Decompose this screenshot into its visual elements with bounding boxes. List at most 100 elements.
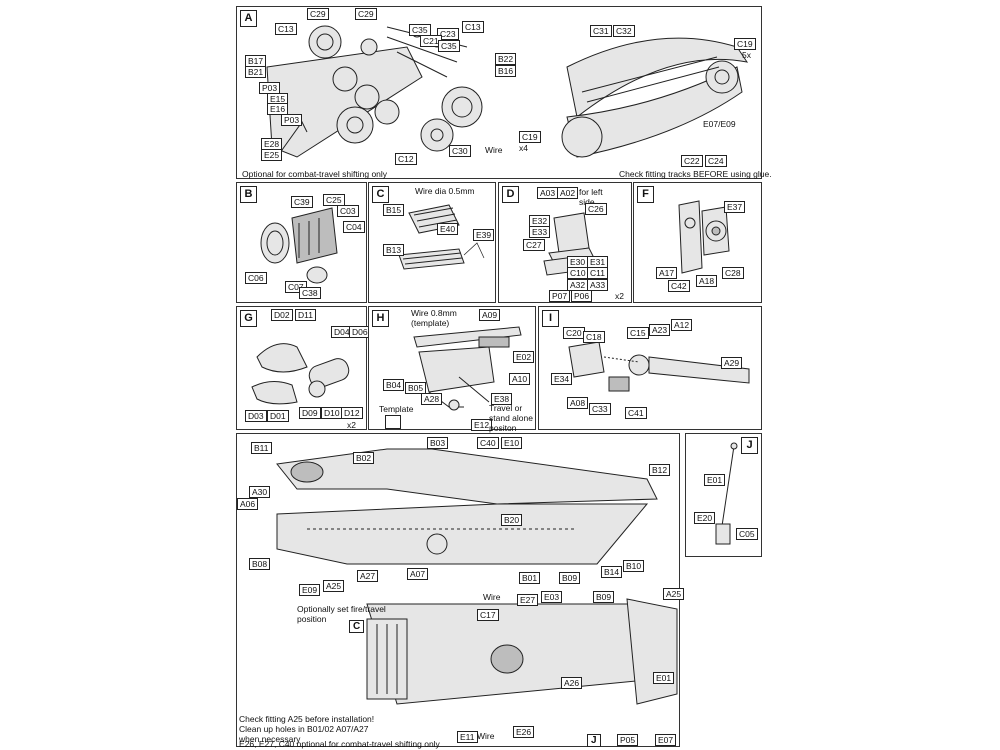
- quantity-note: 5x: [742, 50, 751, 60]
- part-label: C26: [585, 203, 607, 215]
- part-label: C18: [583, 331, 605, 343]
- part-label: A17: [656, 267, 678, 279]
- part-label: A02: [557, 187, 579, 199]
- wire-note: Wire: [485, 145, 503, 155]
- part-label: D06: [349, 326, 371, 338]
- panel-letter: H: [372, 310, 389, 327]
- part-label: E01: [653, 672, 675, 684]
- part-label: A08: [567, 397, 589, 409]
- part-label: B04: [383, 379, 405, 391]
- part-label: E26: [513, 726, 535, 738]
- part-label: A03: [537, 187, 559, 199]
- part-label: C13: [462, 21, 484, 33]
- part-label: A30: [249, 486, 271, 498]
- instruction-note: Check fitting tracks BEFORE using glue.: [619, 169, 772, 179]
- part-label: P06: [571, 290, 593, 302]
- quantity-note: x4: [519, 143, 528, 153]
- part-label: C12: [395, 153, 417, 165]
- part-label: C28: [722, 267, 744, 279]
- part-label: B22: [495, 53, 517, 65]
- part-note: E07/E09: [703, 119, 736, 129]
- part-label: B12: [649, 464, 671, 476]
- part-label: B09: [593, 591, 615, 603]
- panel-h: H Wire 0.8mm (template) A09 E02 A10 B04 …: [368, 306, 536, 433]
- side-note: for left side: [579, 187, 603, 207]
- part-label: B20: [501, 514, 523, 526]
- part-label: D10: [321, 407, 343, 419]
- part-label: D02: [271, 309, 293, 321]
- panel-letter: D: [502, 186, 519, 203]
- part-label: E11: [457, 731, 478, 743]
- part-label: A07: [407, 568, 429, 580]
- c17-disc: [490, 644, 524, 674]
- part-label: C05: [736, 528, 758, 540]
- panel-f-drawing: [678, 200, 730, 274]
- quantity-note: x2: [615, 291, 624, 301]
- part-label: C20: [563, 327, 585, 339]
- part-label: A23: [649, 324, 671, 336]
- part-label: B01: [519, 572, 541, 584]
- part-label: E02: [513, 351, 535, 363]
- track-side: [566, 66, 743, 158]
- part-label: B11: [251, 442, 272, 454]
- panel-d: D A03 A02 for left side C26 E32 E33 C27 …: [498, 182, 632, 303]
- part-label: E25: [261, 149, 283, 161]
- part-label: B17: [245, 55, 267, 67]
- part-label: D01: [267, 410, 289, 422]
- sprocket-c30: [420, 118, 454, 152]
- travel-note: Travel or stand alone positon: [489, 403, 533, 433]
- part-label: A29: [721, 357, 743, 369]
- part-label: P05: [617, 734, 639, 746]
- trail-arm: [276, 448, 658, 505]
- instruction-note: E26, E27, C40 optional for combat-travel…: [239, 739, 440, 749]
- part-label: C39: [291, 196, 313, 208]
- part-label: P07: [549, 290, 571, 302]
- part-label: E38: [491, 393, 513, 405]
- panel-b: B C39 C25 C03 C04 C06 C07 C38: [236, 182, 367, 303]
- part-label: C13: [275, 23, 297, 35]
- part-label: E03: [541, 591, 563, 603]
- panel-main: B11 B03 C40 E10 B02 B12 A30 A06 B20 B08 …: [236, 433, 685, 749]
- part-label: C42: [668, 280, 690, 292]
- panel-letter: C: [372, 186, 389, 203]
- part-label: A12: [671, 319, 693, 331]
- template-label: Template: [379, 404, 414, 414]
- part-label: B13: [383, 244, 405, 256]
- part-label: E09: [299, 584, 321, 596]
- panel-j: J E01 E20 C05: [685, 433, 762, 557]
- part-label: A33: [587, 279, 609, 291]
- part-label: E20: [694, 512, 716, 524]
- template-box: [385, 415, 401, 429]
- part-label: C23: [437, 28, 459, 40]
- part-label: C25: [323, 194, 345, 206]
- panel-letter: A: [240, 10, 257, 27]
- part-label: B09: [559, 572, 581, 584]
- panel-c: C Wire dia 0.5mm B15 E40 B13 E39: [368, 182, 496, 303]
- panel-a-drawing: [266, 25, 749, 158]
- part-label: C10: [567, 267, 589, 279]
- part-label: C30: [449, 145, 471, 157]
- part-label: C32: [613, 25, 635, 37]
- part-label: C19: [734, 38, 756, 50]
- instruction-note: Optional for combat-travel shifting only: [242, 169, 388, 179]
- part-label: C24: [705, 155, 727, 167]
- part-label: P03: [281, 114, 303, 126]
- part-label: B21: [245, 66, 267, 78]
- part-label: B03: [427, 437, 449, 449]
- set-position-note: Optionally set fire/travel position: [297, 604, 386, 624]
- panel-f: F E37 A17 A18 C28 C42: [633, 182, 762, 303]
- part-label: E33: [529, 226, 551, 238]
- part-label: B10: [623, 560, 645, 572]
- part-label: A28: [421, 393, 443, 405]
- panel-j-drawing: [715, 442, 738, 545]
- part-label: C11: [587, 267, 608, 279]
- track-top: [566, 37, 749, 118]
- part-label: E27: [517, 594, 539, 606]
- part-label: E37: [724, 201, 746, 213]
- part-label: E12: [471, 419, 493, 431]
- part-label: B15: [383, 204, 405, 216]
- callout-j: J: [587, 734, 601, 747]
- part-label: C35: [438, 40, 460, 52]
- part-label: E07: [655, 734, 677, 746]
- wire-note: Wire 0.8mm (template): [411, 308, 457, 328]
